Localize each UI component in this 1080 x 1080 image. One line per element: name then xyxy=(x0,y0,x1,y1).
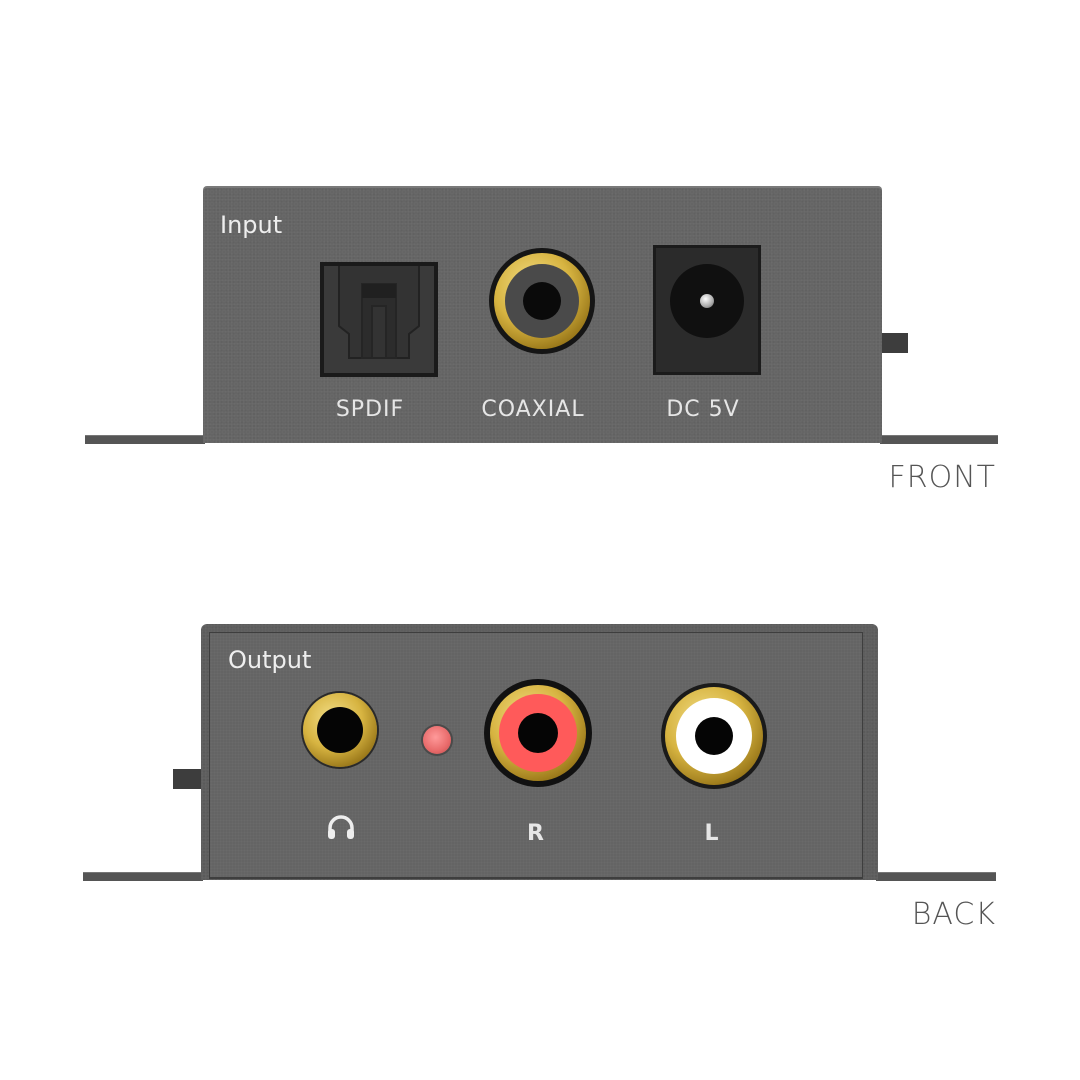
front-panel: Input SPDIF COAXIAL xyxy=(203,186,882,443)
rca-left-gold-ring xyxy=(665,687,763,785)
rca-left-port[interactable] xyxy=(661,683,767,789)
front-side-label: FRONT xyxy=(888,460,996,495)
rca-left-label: L xyxy=(704,821,720,846)
coaxial-label: COAXIAL xyxy=(481,397,585,422)
coaxial-port[interactable] xyxy=(489,248,595,354)
power-led xyxy=(423,726,451,754)
dc-pin-icon xyxy=(700,294,714,308)
back-device: Output R xyxy=(0,560,1080,960)
dc-socket-body xyxy=(656,248,758,372)
spdif-label: SPDIF xyxy=(335,397,405,422)
rca-left-hole xyxy=(695,717,733,755)
rca-right-gold-ring xyxy=(490,685,586,781)
headphone-hole xyxy=(317,707,363,753)
front-device: Input SPDIF COAXIAL xyxy=(0,0,1080,500)
headphone-port[interactable] xyxy=(303,693,377,767)
dc-port[interactable] xyxy=(653,245,761,375)
front-right-flange xyxy=(880,435,998,444)
rca-right-hole xyxy=(518,713,558,753)
rca-right-label: R xyxy=(527,821,545,846)
back-right-flange xyxy=(876,872,996,881)
coaxial-hole xyxy=(523,282,561,320)
rca-left-insulator xyxy=(676,698,752,774)
back-side-tab xyxy=(173,769,201,789)
front-side-tab xyxy=(882,333,908,353)
coaxial-insulator xyxy=(505,264,579,338)
output-title: Output xyxy=(228,646,312,674)
input-title: Input xyxy=(220,211,283,239)
rca-right-insulator xyxy=(499,694,577,772)
front-left-flange xyxy=(85,435,205,444)
dc-label: DC 5V xyxy=(666,397,740,422)
spdif-port[interactable] xyxy=(320,262,438,377)
coaxial-gold-ring xyxy=(494,253,590,349)
back-left-flange xyxy=(83,872,203,881)
optical-socket-icon xyxy=(324,266,434,373)
back-panel: Output R xyxy=(201,624,878,880)
rca-right-port[interactable] xyxy=(484,679,592,787)
back-side-label: BACK xyxy=(911,897,996,932)
headphone-icon xyxy=(326,814,356,840)
dc-barrel-hole xyxy=(670,264,744,338)
